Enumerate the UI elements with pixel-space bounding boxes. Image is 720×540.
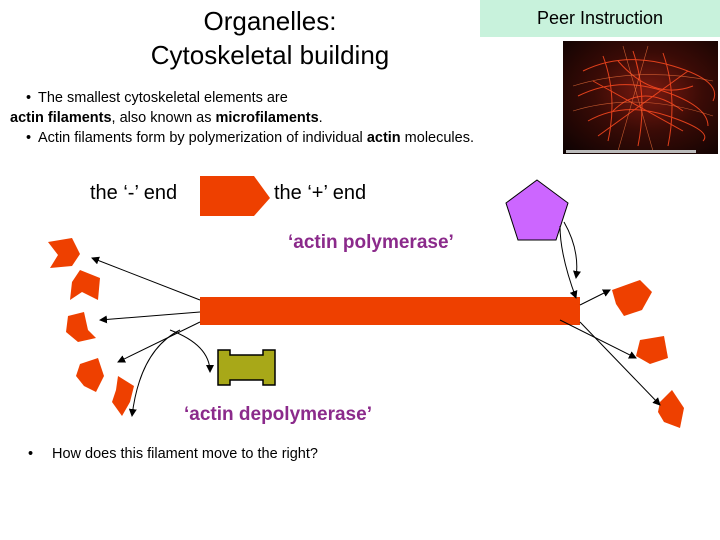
term-actin: actin [366, 130, 401, 146]
actin-depolymerase-label: ‘actin depolymerase’ [184, 404, 372, 425]
arrow [117, 321, 201, 363]
arrow [559, 319, 637, 359]
bullet-2: • Actin filaments form by polymerization … [10, 128, 570, 148]
actin-monomer [636, 336, 668, 364]
title-line-2: Cytoskeletal building [150, 40, 390, 70]
bullet-list: •The smallest cytoskeletal elements are … [10, 88, 570, 148]
free-actin-monomers-left [48, 238, 134, 416]
question-text: How does this filament move to the right… [52, 446, 318, 462]
slide-title: Organelles: Cytoskeletal building [120, 4, 420, 72]
micrograph-caption [566, 150, 696, 153]
arrow [579, 321, 661, 406]
bullet-marker: • [26, 90, 32, 106]
direction-arrow [200, 176, 270, 216]
arrow [563, 221, 581, 279]
actin-monomer [70, 270, 100, 300]
cytoskeleton-micrograph [563, 41, 718, 154]
micrograph-image [572, 45, 715, 152]
free-actin-monomers-right [612, 280, 684, 428]
bullet-1-mid: , also known as [111, 110, 216, 126]
arrow [169, 329, 214, 373]
bullet-1-text: The smallest cytoskeletal elements are [38, 90, 288, 106]
arrow [559, 225, 578, 299]
arrow [128, 329, 181, 417]
bullet-marker: • [26, 130, 32, 146]
actin-monomer [112, 376, 134, 416]
arrow [91, 256, 201, 301]
term-microfilaments: microfilaments [215, 110, 319, 126]
actin-polymerase-shape [505, 179, 569, 241]
actin-depolymerase-shape [217, 349, 276, 386]
actin-filament [200, 297, 580, 325]
actin-monomer [76, 358, 104, 392]
bullet-1-end: . [318, 110, 323, 126]
bullet-2-text: Actin filaments form by polymerization o… [38, 130, 367, 146]
arrow [579, 289, 611, 306]
actin-monomer [658, 390, 684, 428]
bullet-1: •The smallest cytoskeletal elements are … [10, 88, 570, 128]
peer-instruction-badge: Peer Instruction [480, 0, 720, 37]
term-actin-filaments: actin filaments [10, 110, 112, 126]
actin-monomer [66, 312, 96, 342]
arrow [99, 311, 201, 324]
actin-monomer [48, 238, 80, 268]
title-line-1: Organelles: [203, 6, 337, 36]
reaction-arrows [91, 221, 661, 417]
actin-monomer [612, 280, 652, 316]
minus-end-label: the ‘-’ end [90, 182, 178, 204]
actin-polymerase-label: ‘actin polymerase’ [288, 232, 454, 253]
question-bullet: • How does this filament move to the righ… [28, 446, 528, 462]
bullet-2-end: molecules. [400, 130, 474, 146]
bullet-marker: • [28, 446, 34, 462]
plus-end-label: the ‘+’ end [274, 182, 367, 204]
